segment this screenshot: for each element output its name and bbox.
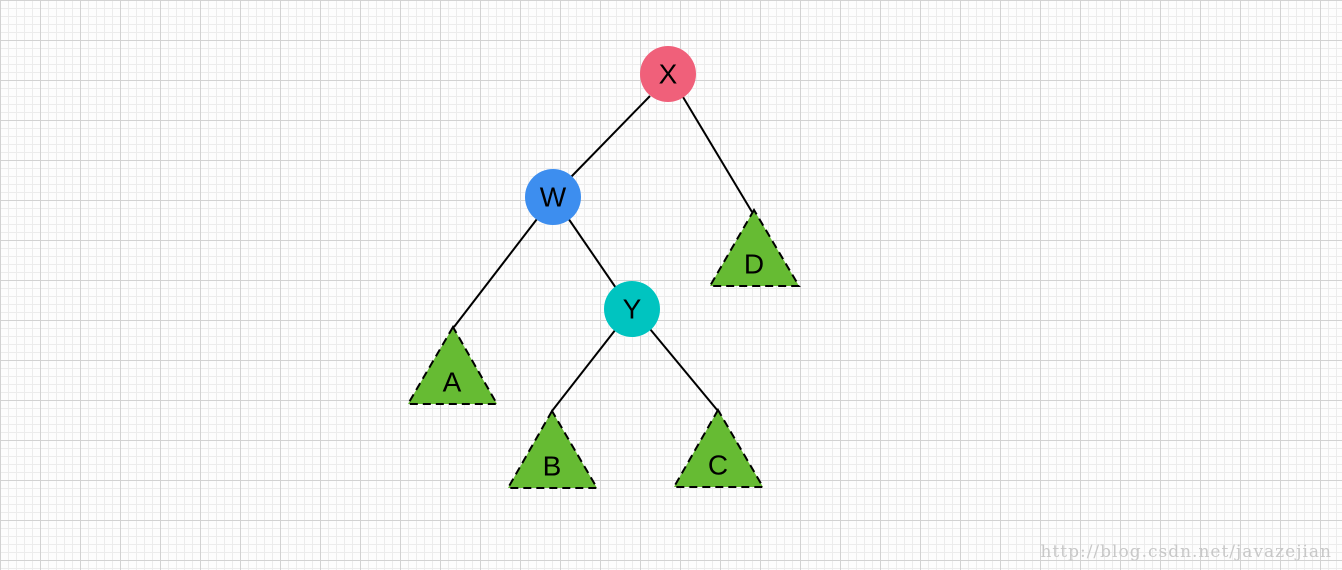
subtree-triangle bbox=[672, 408, 765, 488]
subtree-d: D bbox=[708, 208, 801, 287]
edge-w-a bbox=[453, 218, 538, 328]
node-y: Y bbox=[604, 281, 660, 337]
node-x: X bbox=[640, 46, 696, 102]
edge-x-d bbox=[682, 96, 753, 213]
node-label: W bbox=[540, 182, 567, 213]
subtree-b: B bbox=[506, 409, 599, 489]
subtree-a: A bbox=[406, 325, 499, 405]
node-w: W bbox=[525, 169, 581, 225]
subtree-label: A bbox=[443, 367, 462, 398]
edges bbox=[453, 95, 753, 412]
edge-w-y bbox=[567, 217, 617, 289]
edge-x-w bbox=[570, 95, 651, 178]
node-circle bbox=[640, 46, 696, 102]
edge-y-b bbox=[551, 328, 617, 412]
subtree-triangle bbox=[506, 409, 599, 489]
subtree-triangle bbox=[406, 325, 499, 405]
subtree-label: D bbox=[744, 249, 764, 280]
node-circle bbox=[525, 169, 581, 225]
subtree-triangle bbox=[708, 208, 801, 287]
node-label: X bbox=[659, 59, 678, 90]
watermark: http://blog.csdn.net/javazejian bbox=[1040, 542, 1332, 562]
subtree-c: C bbox=[672, 408, 765, 488]
subtree-label: B bbox=[543, 451, 562, 482]
subtree-label: C bbox=[708, 450, 728, 481]
node-circle bbox=[604, 281, 660, 337]
node-label: Y bbox=[623, 294, 642, 325]
edge-y-c bbox=[649, 328, 719, 412]
